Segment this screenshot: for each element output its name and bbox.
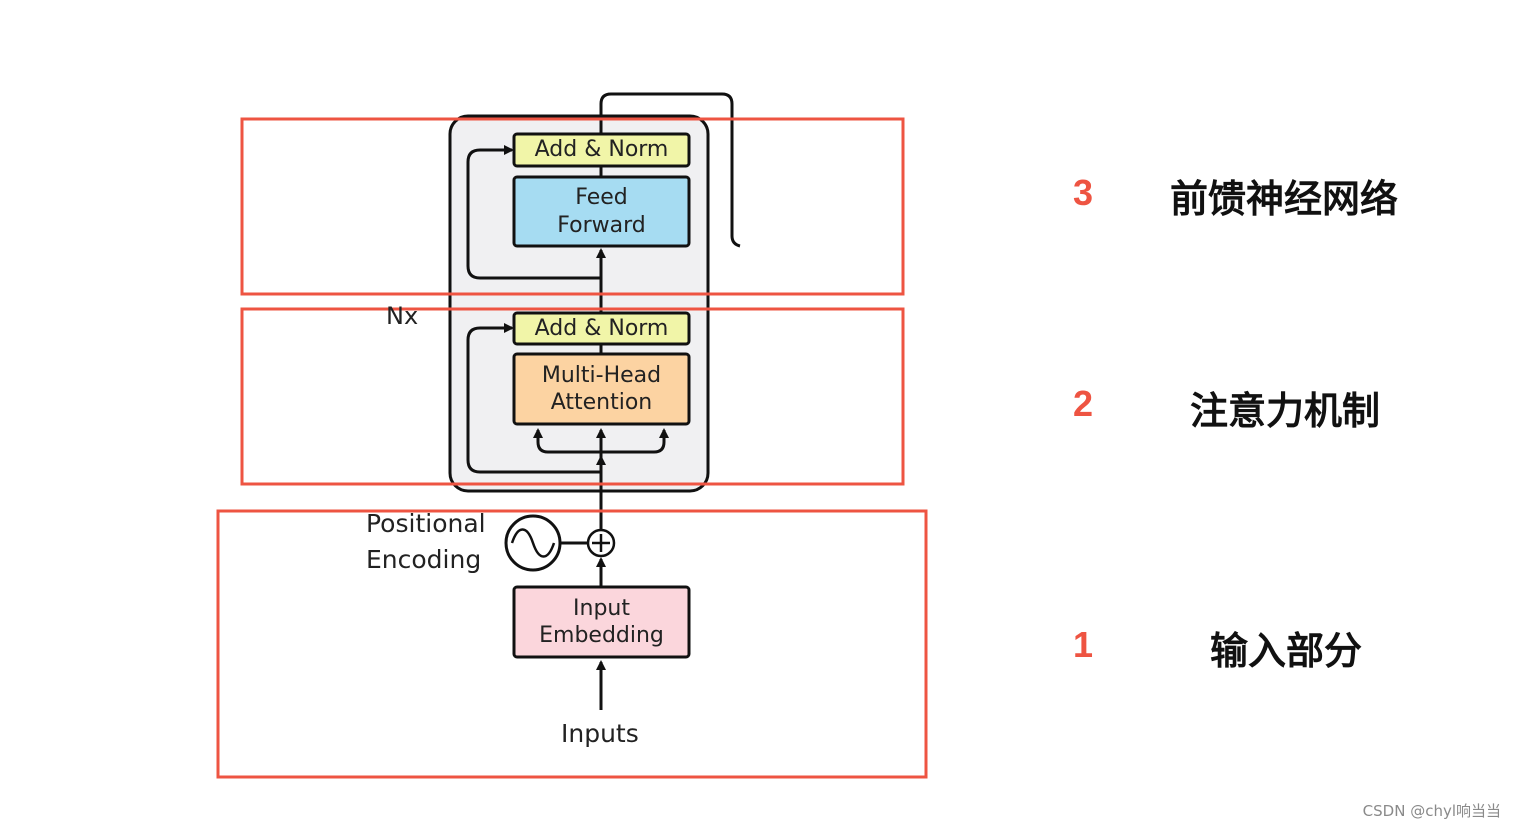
- mha-line2: Attention: [550, 390, 653, 415]
- section-2-number: 2: [1073, 383, 1094, 424]
- inputs-label: Inputs: [561, 719, 639, 748]
- mha-line1: Multi-Head: [541, 362, 662, 388]
- embedding-line2: Embedding: [539, 623, 664, 648]
- output-connector: [599, 92, 741, 248]
- feed-forward-line1: Feed: [575, 185, 628, 210]
- add-norm-mid-label: Add & Norm: [534, 315, 669, 341]
- embedding-line1: Input: [573, 595, 630, 621]
- encoder-block: [448, 114, 710, 493]
- highlight-input: [216, 509, 928, 779]
- feed-forward-line2: Forward: [557, 212, 646, 238]
- residual-attention: [466, 323, 601, 474]
- positional-line2: Encoding: [366, 545, 482, 574]
- feed-forward-box: [512, 175, 691, 248]
- positional-line1: Positional: [366, 509, 486, 538]
- feed-forward-label: Feed Forward: [514, 177, 689, 246]
- qkv-fork: [533, 428, 601, 454]
- positional-encoding-label: Positional Encoding: [366, 506, 486, 578]
- add-norm-mid-box: [512, 311, 691, 346]
- input-embedding-label: Input Embedding: [514, 587, 689, 657]
- watermark: CSDN @chyl响当当: [1362, 802, 1501, 820]
- add-norm-top-box: [512, 132, 691, 168]
- multi-head-attention-label: Multi-Head Attention: [514, 354, 689, 424]
- section-2-label: 注意力机制: [1190, 389, 1381, 433]
- section-1-label: 输入部分: [1210, 629, 1363, 673]
- nx-label: Nx: [386, 302, 419, 330]
- section-3-label: 前馈神经网络: [1170, 177, 1399, 221]
- section-3-number: 3: [1073, 172, 1094, 213]
- highlight-attention: [240, 307, 905, 486]
- residual-feedforward: [466, 145, 601, 280]
- add-norm-top-label: Add & Norm: [534, 137, 669, 163]
- multi-head-attention-box: [512, 352, 691, 426]
- highlight-feedforward: [240, 117, 905, 296]
- section-1-number: 1: [1073, 624, 1094, 665]
